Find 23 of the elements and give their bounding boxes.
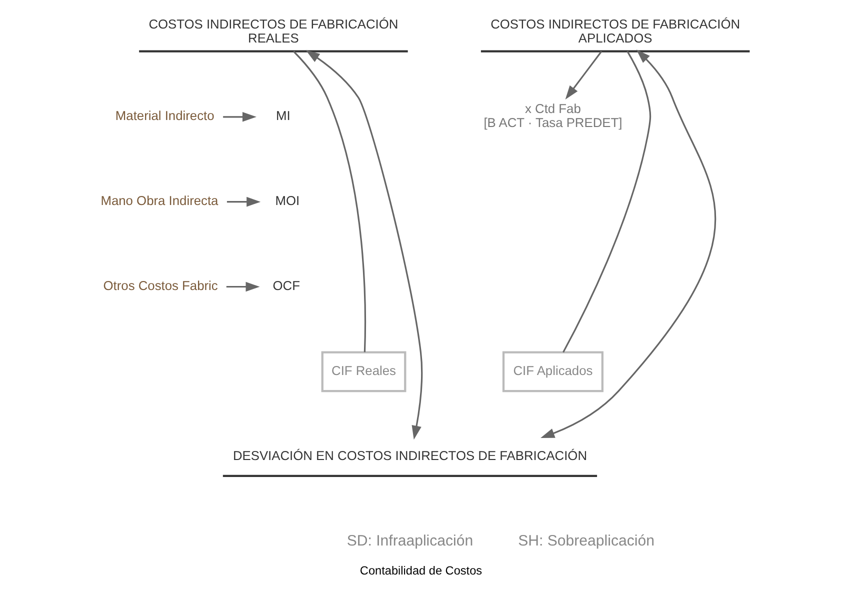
arrow xyxy=(226,282,260,292)
node-text: DESVIACIÓN EN COSTOS INDIRECTOS DE FABRICACIÓN xyxy=(232,448,588,463)
arrow xyxy=(540,50,716,438)
node-text: MOI xyxy=(275,193,300,208)
arrow xyxy=(223,112,256,122)
node-text: x Ctd Fab [B ACT · Tasa PREDET] xyxy=(484,101,622,130)
arrow xyxy=(565,50,602,100)
connector xyxy=(293,50,366,352)
node-box: CIF Aplicados xyxy=(502,351,604,392)
node-text: MI xyxy=(276,108,290,124)
label: SD: Infraaplicación xyxy=(346,532,474,550)
connector xyxy=(562,50,652,353)
node-text: OCF xyxy=(272,278,300,294)
arrow xyxy=(226,196,261,207)
arrow xyxy=(306,50,423,440)
node-text: COSTOS INDIRECTOS DE FABRICACIÓN REALES xyxy=(148,16,398,46)
node-box: CIF Reales xyxy=(321,351,406,392)
node-text: Otros Costos Fabric xyxy=(103,278,218,294)
caption: Contabilidad de Costos xyxy=(360,564,482,578)
node-text: Mano Obra Indirecta xyxy=(100,193,218,208)
node-text: COSTOS INDIRECTOS DE FABRICACIÓN APLICADOS xyxy=(490,16,740,46)
node-text: Material Indirecto xyxy=(115,108,214,124)
label: SH: Sobreaplicación xyxy=(518,532,654,550)
